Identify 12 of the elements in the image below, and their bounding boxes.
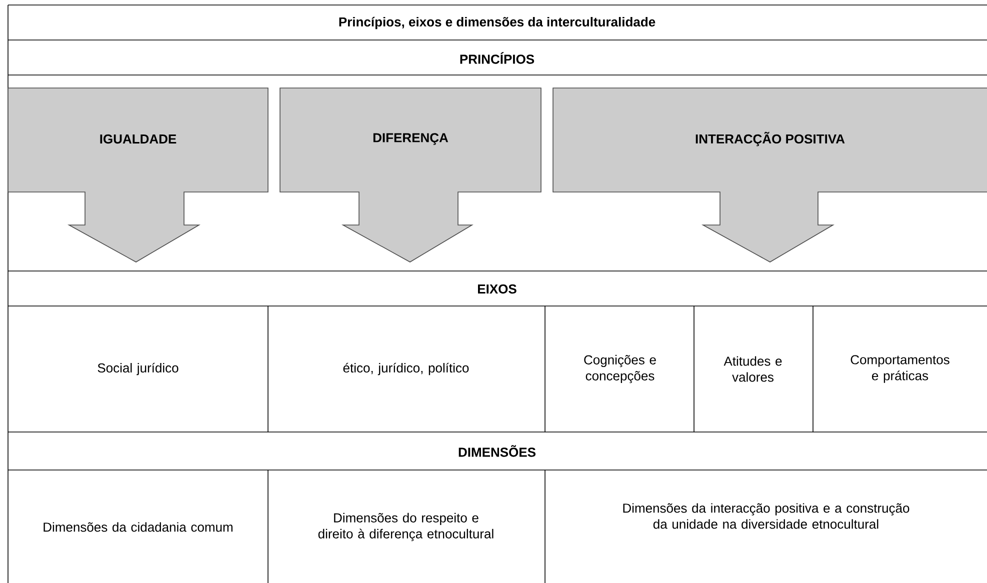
cell-text: Dimensões da cidadania comum	[44, 522, 232, 532]
cell-text: Social jurídico	[98, 362, 178, 376]
cell-text: ético, jurídico, político	[343, 362, 469, 376]
section-heading: EIXOS	[478, 284, 516, 294]
cell-text: Dimensões da interacção positiva e a construção da unidade na diversidade etnocultural	[623, 503, 910, 529]
cell-text: Cognições e concepções	[584, 354, 656, 384]
cell-text: Comportamentos e práticas	[850, 355, 950, 383]
section-heading: PRINCÍPIOS	[460, 52, 534, 64]
cell-text: Dimensões do respeito e direito à diferença etnocultural	[318, 512, 494, 542]
table-title: Princípios, eixos e dimensões da interculturalidade	[339, 16, 656, 30]
cell-text: Atitudes e valores	[724, 356, 782, 382]
section-heading: DIMENSÕES	[458, 445, 536, 457]
